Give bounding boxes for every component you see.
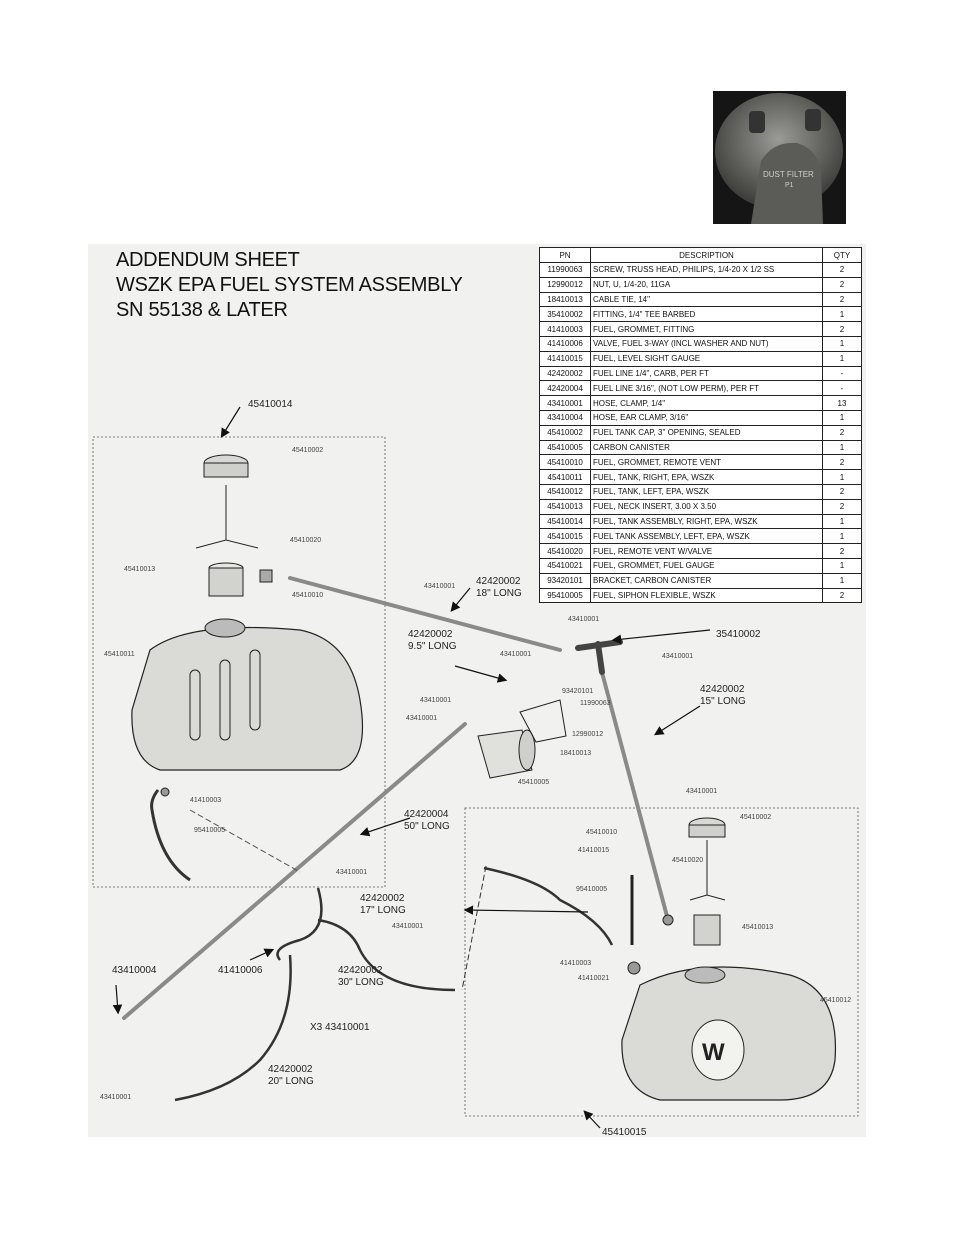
callout-cap-l: 45410002	[740, 814, 771, 821]
header-qty: QTY	[822, 247, 862, 263]
callout-clamp-f: 43410001	[406, 715, 437, 722]
callout-x3: X3 43410001	[310, 1022, 370, 1033]
callouts: 45410014 45410002 45410020 45410013 4541…	[100, 399, 851, 1138]
callout-grommet-l: 41410003	[560, 960, 591, 967]
svg-text:W: W	[702, 1039, 725, 1066]
callout-clamp-h: 43410001	[336, 869, 367, 876]
callout-tank-right-assy: 45410014	[248, 399, 293, 410]
title-line-3: SN 55138 & LATER	[116, 299, 288, 321]
callout-line20-len: 20" LONG	[268, 1076, 314, 1087]
left-tank-assembly-box	[464, 807, 859, 1117]
title-line-2: WSZK EPA FUEL SYSTEM ASSEMBLY	[116, 274, 463, 296]
callout-line15-pn: 42420002	[700, 684, 745, 695]
callout-valve: 41410006	[218, 965, 263, 976]
right-tank-assembly-box	[92, 436, 386, 888]
callout-siphon-l: 95410005	[576, 886, 607, 893]
callout-tee: 35410002	[716, 629, 761, 640]
callout-line95-pn: 42420002	[408, 629, 453, 640]
callout-line50-len: 50" LONG	[404, 821, 450, 832]
callout-line18-pn: 42420002	[476, 576, 521, 587]
callout-siphon-r: 95410005	[194, 827, 225, 834]
right-tank	[131, 454, 364, 882]
callout-vent-r: 45410020	[290, 537, 321, 544]
callout-gauge-grommet: 41410021	[578, 975, 609, 982]
callout-line50-pn: 42420004	[404, 809, 449, 820]
callout-tank-l: 45410012	[820, 997, 851, 1004]
callout-tie: 18410013	[560, 750, 591, 757]
callout-ear-clamp: 43410004	[112, 965, 157, 976]
callout-clamp-c: 43410001	[500, 651, 531, 658]
callout-canister: 45410005	[518, 779, 549, 786]
cell-qty: 2	[822, 587, 862, 604]
callout-clamp-j: 43410001	[100, 1094, 131, 1101]
callout-clamp-g: 43410001	[686, 788, 717, 795]
fuel-line-18	[288, 576, 562, 652]
callout-grommet-r: 41410003	[190, 797, 221, 804]
callout-vent-l: 45410020	[672, 857, 703, 864]
callout-insert-r: 45410013	[124, 566, 155, 573]
callout-cap-r: 45410002	[292, 447, 323, 454]
left-tank: W	[621, 817, 837, 1101]
tank-top-photo: DUST FILTER P1	[713, 91, 846, 224]
filter-label: DUST FILTER	[763, 170, 814, 179]
callout-screw: 11990063	[580, 700, 611, 707]
callout-line15-len: 15" LONG	[700, 696, 746, 707]
callout-clamp-b: 43410001	[568, 616, 599, 623]
callout-gauge: 41410015	[578, 847, 609, 854]
callout-line17-pn: 42420002	[360, 893, 405, 904]
fuel-line-50	[122, 722, 467, 1020]
filter-sub-label: P1	[785, 182, 794, 189]
callout-tank-left-assy: 45410015	[602, 1127, 647, 1138]
callout-clamp-e: 43410001	[420, 697, 451, 704]
callout-grommet-vent-r: 45410010	[292, 592, 323, 599]
carbon-canister	[477, 699, 567, 779]
callout-nut: 12990012	[572, 731, 603, 738]
callout-line95-len: 9.5" LONG	[408, 641, 457, 652]
callout-clamp-d: 43410001	[662, 653, 693, 660]
callout-insert-l: 45410013	[742, 924, 773, 931]
cell-description: FUEL, SIPHON FLEXIBLE, WSZK	[590, 587, 823, 604]
callout-line20-pn: 42420002	[268, 1064, 313, 1075]
table-header-row: PN DESCRIPTION QTY	[539, 247, 862, 263]
title-line-1: ADDENDUM SHEET	[116, 249, 300, 271]
callout-clamp-a: 43410001	[424, 583, 455, 590]
callout-line18-len: 18" LONG	[476, 588, 522, 599]
callout-clamp-i: 43410001	[392, 923, 423, 930]
lower-hoses	[174, 865, 614, 1102]
callout-tank-r: 45410011	[104, 651, 135, 658]
callout-vent-grommet-l: 45410010	[586, 829, 617, 836]
callout-line17-len: 17" LONG	[360, 905, 406, 916]
callout-line30-pn: 42420002	[338, 965, 383, 976]
callout-bracket: 93420101	[562, 688, 593, 695]
fuel-line-15	[598, 663, 670, 922]
tee-fitting	[575, 639, 623, 675]
callout-line30-len: 30" LONG	[338, 977, 384, 988]
cell-qty: 13	[822, 395, 862, 411]
